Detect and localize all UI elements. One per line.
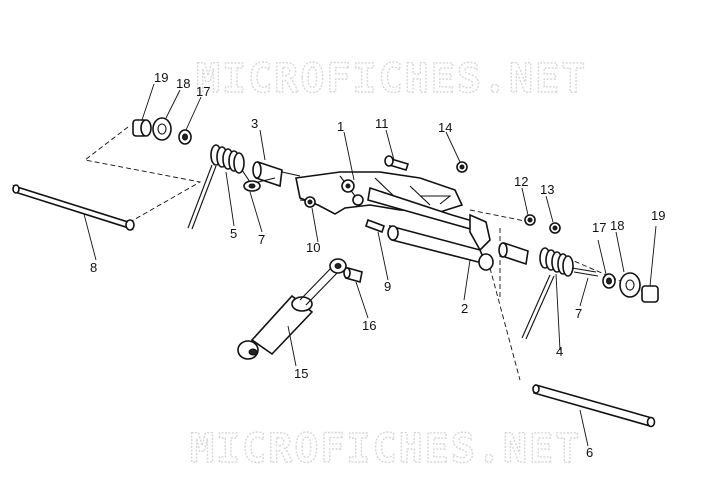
pin-right — [532, 384, 656, 428]
leader-lines — [83, 83, 657, 447]
callout-10: 10 — [306, 240, 320, 255]
callout-labels: 19 18 17 3 5 7 8 1 11 14 12 13 10 9 16 1… — [90, 70, 665, 460]
callout-11: 11 — [375, 116, 389, 131]
bushing-3 — [252, 160, 301, 188]
spring-right — [521, 247, 599, 340]
callout-2: 2 — [461, 301, 468, 316]
callout-1: 1 — [337, 119, 344, 134]
callout-9: 9 — [384, 279, 391, 294]
callout-14: 14 — [438, 120, 452, 135]
callout-18-left: 18 — [176, 76, 190, 91]
callout-17-left: 17 — [196, 84, 210, 99]
watermark-bottom: MICROFICHES.NET — [190, 426, 581, 472]
right-bushing-stack — [602, 272, 659, 303]
callout-8: 8 — [90, 260, 97, 275]
callout-4: 4 — [556, 344, 563, 359]
spring-left — [187, 144, 251, 230]
left-bushing-stack — [132, 117, 192, 145]
eye-bolt-left — [243, 177, 276, 192]
nut-12 — [524, 214, 536, 226]
shock-absorber — [237, 258, 347, 360]
callout-19-right: 19 — [651, 208, 665, 223]
callout-6: 6 — [586, 445, 593, 460]
bolt-9 — [364, 218, 386, 234]
bushing-right — [498, 241, 529, 266]
main-bracket — [295, 171, 494, 271]
washer-10 — [304, 196, 316, 208]
callout-17-right: 17 — [592, 220, 606, 235]
callout-18-right: 18 — [610, 218, 624, 233]
nut-13 — [549, 222, 561, 234]
bolt-11 — [384, 155, 410, 171]
callout-19-left: 19 — [154, 70, 168, 85]
callout-7-left: 7 — [258, 232, 265, 247]
bushing-16 — [343, 266, 363, 284]
callout-3: 3 — [251, 116, 258, 131]
nut-14 — [456, 161, 468, 173]
watermark-top: MICROFICHES.NET — [196, 56, 587, 102]
callout-7-right: 7 — [575, 306, 582, 321]
callout-5: 5 — [230, 226, 237, 241]
callout-15: 15 — [294, 366, 308, 381]
callout-12: 12 — [514, 174, 528, 189]
callout-16: 16 — [362, 318, 376, 333]
callout-13: 13 — [540, 182, 554, 197]
assembly-dashed-lines — [83, 126, 656, 381]
pin-left — [12, 184, 135, 231]
